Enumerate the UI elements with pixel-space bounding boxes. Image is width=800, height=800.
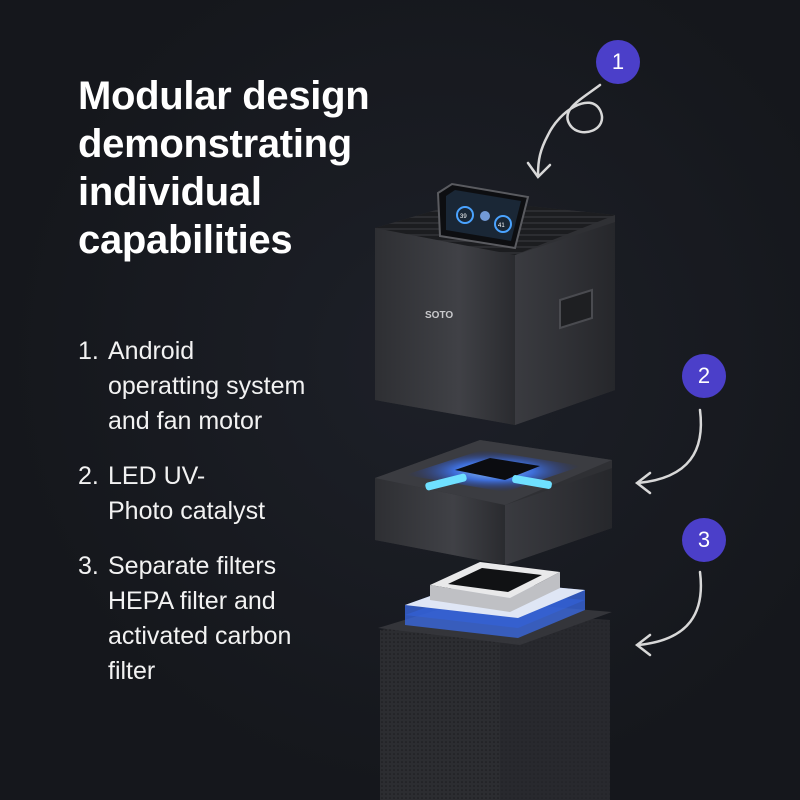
- uv-module: [375, 440, 612, 565]
- screen-readout: 41: [498, 223, 505, 229]
- headline-line: capabilities: [78, 218, 293, 262]
- curved-arrow-icon: [634, 408, 703, 495]
- feature-list: 1. Android operatting system and fan mot…: [78, 334, 378, 689]
- headline: Modular design demonstrating individual …: [78, 72, 438, 264]
- headline-line: individual: [78, 170, 262, 214]
- feature-line: Photo catalyst: [108, 497, 266, 525]
- feature-item: 3. Separate filters HEPA filter and acti…: [78, 549, 378, 689]
- feature-number: 3.: [78, 552, 99, 580]
- feature-line: HEPA filter and: [108, 587, 276, 615]
- feature-text: Android operatting system and fan motor: [108, 334, 305, 439]
- touch-screen: 39 41: [436, 182, 530, 250]
- feature-number: 1.: [78, 337, 99, 365]
- feature-line: filter: [108, 657, 156, 685]
- feature-line: Separate filters: [108, 552, 277, 580]
- curly-arrow-icon: [526, 83, 604, 179]
- feature-line: operatting system: [108, 372, 306, 400]
- feature-item: 2. LED UV- Photo catalyst: [78, 459, 378, 529]
- filter-module: [378, 562, 612, 800]
- step-badge-1: 1: [596, 40, 640, 84]
- feature-item: 1. Android operatting system and fan mot…: [78, 334, 378, 439]
- screen-readout: 39: [460, 214, 467, 220]
- headline-line: Modular design: [78, 74, 370, 118]
- step-badge-2: 2: [682, 354, 726, 398]
- curved-arrow-icon: [634, 570, 703, 657]
- feature-line: Android: [108, 337, 195, 365]
- top-module: SOTO 39 41: [375, 182, 615, 425]
- feature-line: activated carbon: [108, 622, 292, 650]
- feature-line: and fan motor: [108, 407, 263, 435]
- feature-text: LED UV- Photo catalyst: [108, 459, 265, 529]
- step-badge-3: 3: [682, 518, 726, 562]
- headline-line: demonstrating: [78, 122, 352, 166]
- brand-logo: SOTO: [425, 310, 453, 321]
- feature-line: LED UV-: [108, 462, 206, 490]
- feature-text: Separate filters HEPA filter and activat…: [108, 549, 291, 689]
- feature-number: 2.: [78, 462, 99, 490]
